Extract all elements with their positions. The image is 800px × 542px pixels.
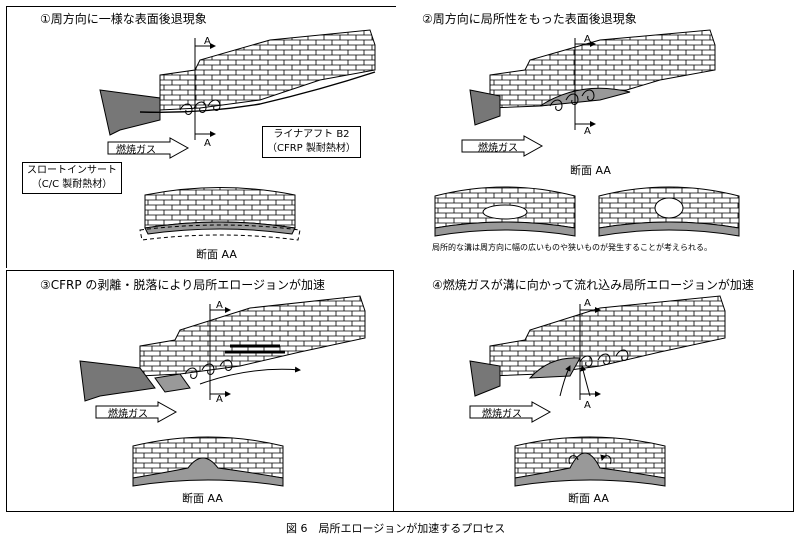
liner-label-line2: （CFRP 製耐熱材） [267,143,356,154]
section-marker-top-1: A [204,36,211,47]
section-marker-bottom-4: A [584,400,591,411]
panel-3-section-aa [132,436,284,487]
panel-4-frame [394,270,794,512]
section-label-2: 断面 AA [570,164,611,177]
section-label-4: 断面 AA [568,492,609,505]
section-label-3: 断面 AA [182,492,223,505]
liner-label-box: ライナアフト B2 （CFRP 製耐熱材） [262,126,361,158]
panel-4-nozzle-diagram [469,295,726,400]
gas-arrow-2 [461,135,544,157]
panel-2-section-narrow [434,186,576,237]
panel-4-section-aa [514,436,666,487]
recession-surface [139,71,376,114]
panel-3-frame [6,270,394,512]
throat-label-line1: スロートインサート [27,165,117,176]
figure-caption: 図 6 局所エロージョンが加速するプロセス [286,522,506,535]
section-marker-top-4: A [584,298,591,309]
gas-label-3: 燃焼ガス [108,409,148,420]
throat-insert [99,89,161,136]
vortex-curls [179,99,221,115]
section-marker-top-2: A [584,34,591,45]
throat-label-box: スロートインサート （C/C 製耐熱材） [22,162,122,194]
gas-label-2: 燃焼ガス [478,143,518,154]
panel-3-title: ③CFRP の剥離・脱落により局所エロージョンが加速 [40,278,325,292]
gas-label-1: 燃焼ガス [116,145,156,156]
panel-1-title: ①周方向に一様な表面後退現象 [40,12,207,26]
panel-1-frame [6,6,396,268]
section-label-1: 断面 AA [196,248,237,261]
panel-2-title: ②周方向に局所性をもった表面後退現象 [422,12,637,26]
panel-3-nozzle-diagram [79,295,366,402]
panel-1-nozzle-diagram [99,29,376,140]
gas-arrow-3 [95,401,178,423]
gas-arrow-1 [107,137,190,159]
liner-label-line1: ライナアフト B2 [273,129,350,140]
liner-wall [159,29,376,111]
gas-arrow-4 [469,401,552,423]
throat-label-line2: （C/C 製耐熱材） [31,179,113,190]
panel-1-section-aa [139,187,301,241]
section-marker-bottom-3: A [216,394,223,405]
section-marker-top-3: A [216,300,223,311]
panel-2-nozzle-diagram [469,29,716,130]
section-marker-bottom-1: A [204,138,211,149]
panel-4-title: ④燃焼ガスが溝に向かって流れ込み局所エロージョンが加速 [432,278,754,292]
panel-2-section-wide [598,186,740,237]
section-marker-bottom-2: A [584,126,591,137]
gas-label-4: 燃焼ガス [482,409,522,420]
panel-2-note: 局所的な溝は周方向に幅の広いものや狭いものが発生することが考えられる。 [432,243,712,252]
